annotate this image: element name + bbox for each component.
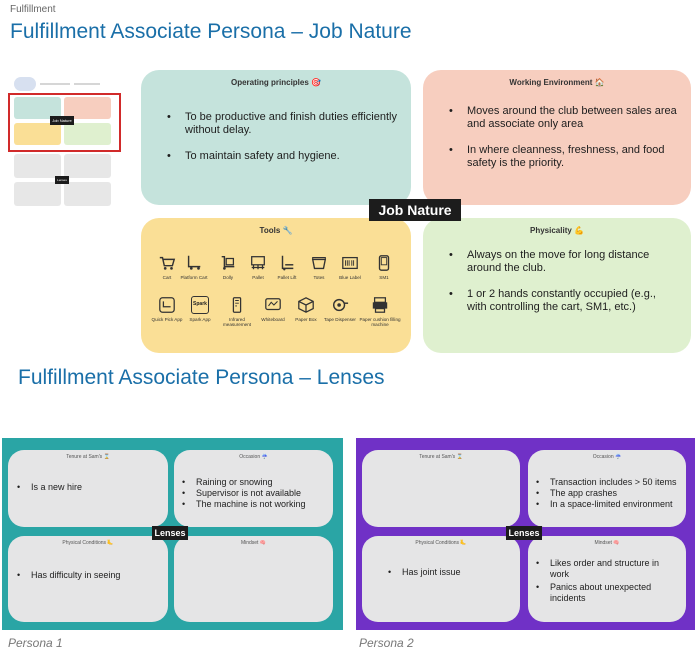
- quadrant-title: Tenure at Sam's ⌛: [66, 454, 110, 460]
- mindset-quadrant: Mindset 🧠: [174, 536, 333, 622]
- persona-1-caption: Persona 1: [8, 636, 63, 650]
- physicality-title: Physicality 💪: [530, 226, 584, 235]
- platform-cart-icon: [187, 255, 201, 270]
- tool-paper-box: Paper Box: [284, 296, 328, 322]
- list-item: Moves around the club between sales area…: [449, 105, 677, 131]
- minimap-highlight: [8, 93, 121, 152]
- tools-card: Tools 🔧 Cart Platform Cart Dolly Pallet …: [141, 218, 411, 353]
- tool-paper-cushion-machine: Paper cushion filling machine: [358, 296, 402, 328]
- list-item: Likes order and structure in work: [536, 558, 678, 580]
- physicality-list: Always on the move for long distance aro…: [449, 249, 677, 327]
- occasion-quadrant: Occasion ☔ Transaction includes > 50 ite…: [528, 450, 686, 527]
- tenure-quadrant: Tenure at Sam's ⌛ Is a new hire: [8, 450, 168, 527]
- list-item: In where cleanness, freshness, and food …: [449, 144, 677, 170]
- list-item: Is a new hire: [17, 482, 82, 493]
- physical-conditions-quadrant: Physical Conditions 🦶 Has difficulty in …: [8, 536, 168, 622]
- mindset-quadrant: Mindset 🧠 Likes order and structure in w…: [528, 536, 686, 622]
- list-item: To maintain safety and hygiene.: [167, 150, 397, 163]
- lenses-center-label: Lenses: [152, 526, 188, 540]
- tool-sm1: SM1: [362, 254, 406, 280]
- page-title-lenses: Fulfillment Associate Persona – Lenses: [18, 366, 385, 389]
- tool-infrared-measurement: Infrared measurement: [215, 296, 259, 328]
- tenure-quadrant: Tenure at Sam's ⌛: [362, 450, 520, 527]
- page-title-job-nature: Fulfillment Associate Persona – Job Natu…: [10, 20, 412, 43]
- list-item: In a space-limited environment: [536, 499, 676, 510]
- list-item: Has joint issue: [388, 567, 461, 578]
- quadrant-title: Occasion ☔: [239, 454, 268, 460]
- paper-cushion-machine-icon: [372, 297, 388, 313]
- minimap-job-nature-label: Job Nature: [50, 116, 74, 125]
- tool-totes: Totes: [297, 254, 341, 280]
- dolly-icon: [221, 255, 235, 270]
- lenses-panel-persona-2: Tenure at Sam's ⌛ Occasion ☔ Transaction…: [356, 438, 695, 630]
- tool-quick-pick-app: Quick Pick App: [145, 296, 189, 322]
- cart-icon: [159, 256, 176, 270]
- list-item: The machine is not working: [182, 499, 306, 510]
- blue-label-icon: [342, 256, 358, 270]
- occasion-quadrant: Occasion ☔ Raining or snowing Supervisor…: [174, 450, 333, 527]
- list-item: Always on the move for long distance aro…: [449, 249, 677, 275]
- tool-spark-app: Spark Spark App: [178, 296, 222, 322]
- tool-dolly: Dolly: [206, 254, 250, 280]
- pallet-lift-icon: [281, 255, 294, 271]
- tool-platform-cart: Platform Cart: [172, 254, 216, 280]
- infrared-measurement-icon: [232, 297, 242, 313]
- tool-cart: Cart: [145, 254, 189, 280]
- quadrant-title: Mindset 🧠: [240, 540, 267, 546]
- tool-tape-dispenser: Tape Dispenser: [318, 296, 362, 322]
- tools-title: Tools 🔧: [259, 226, 293, 235]
- pallet-icon: [251, 256, 265, 270]
- minimap-avatar: [14, 77, 36, 91]
- lenses-panel-persona-1: Tenure at Sam's ⌛ Is a new hire Occasion…: [2, 438, 343, 630]
- physicality-card: Physicality 💪 Always on the move for lon…: [423, 218, 691, 353]
- quadrant-title: Tenure at Sam's ⌛: [419, 454, 463, 460]
- job-nature-center-label: Job Nature: [369, 199, 461, 221]
- working-environment-title: Working Environment 🏠: [509, 78, 605, 87]
- whiteboard-icon: [265, 298, 281, 311]
- physical-conditions-quadrant: Physical Conditions 🦶 Has joint issue: [362, 536, 520, 622]
- minimap-thumbnail[interactable]: Job Nature Lenses: [8, 72, 126, 212]
- list-item: The app crashes: [536, 488, 676, 499]
- list-item: Panics about unexpected incidents: [536, 582, 678, 604]
- list-item: Raining or snowing: [182, 477, 306, 488]
- list-item: To be productive and finish duties effic…: [167, 111, 397, 137]
- quadrant-title: Physical Conditions 🦶: [415, 540, 467, 546]
- tool-blue-label: Blue Label: [328, 254, 372, 280]
- list-item: 1 or 2 hands constantly occupied (e.g., …: [449, 288, 677, 314]
- list-item: Supervisor is not available: [182, 488, 306, 499]
- list-item: Transaction includes > 50 items: [536, 477, 676, 488]
- quick-pick-app-icon: [159, 297, 175, 313]
- tool-whiteboard: Whiteboard: [251, 296, 295, 322]
- quadrant-title: Occasion ☔: [592, 454, 622, 460]
- persona-2-caption: Persona 2: [359, 636, 414, 650]
- totes-icon: [311, 257, 327, 270]
- spark-app-icon: Spark: [191, 296, 209, 314]
- breadcrumb[interactable]: Fulfillment: [10, 4, 56, 15]
- working-environment-card: Working Environment 🏠 Moves around the c…: [423, 70, 691, 205]
- lenses-center-label: Lenses: [506, 526, 542, 540]
- operating-principles-list: To be productive and finish duties effic…: [167, 111, 397, 176]
- minimap-lenses-label: Lenses: [55, 176, 69, 184]
- quadrant-title: Physical Conditions 🦶: [62, 540, 114, 546]
- working-environment-list: Moves around the club between sales area…: [449, 105, 677, 183]
- list-item: Has difficulty in seeing: [17, 570, 120, 581]
- quadrant-title: Mindset 🧠: [594, 540, 620, 546]
- tape-dispenser-icon: [332, 298, 349, 312]
- paper-box-icon: [298, 297, 314, 313]
- sm1-device-icon: [378, 255, 390, 271]
- operating-principles-card: Operating principles 🎯 To be productive …: [141, 70, 411, 205]
- operating-principles-title: Operating principles 🎯: [231, 78, 321, 87]
- tool-pallet: Pallet: [236, 254, 280, 280]
- tool-pallet-lift: Pallet Lift: [265, 254, 309, 280]
